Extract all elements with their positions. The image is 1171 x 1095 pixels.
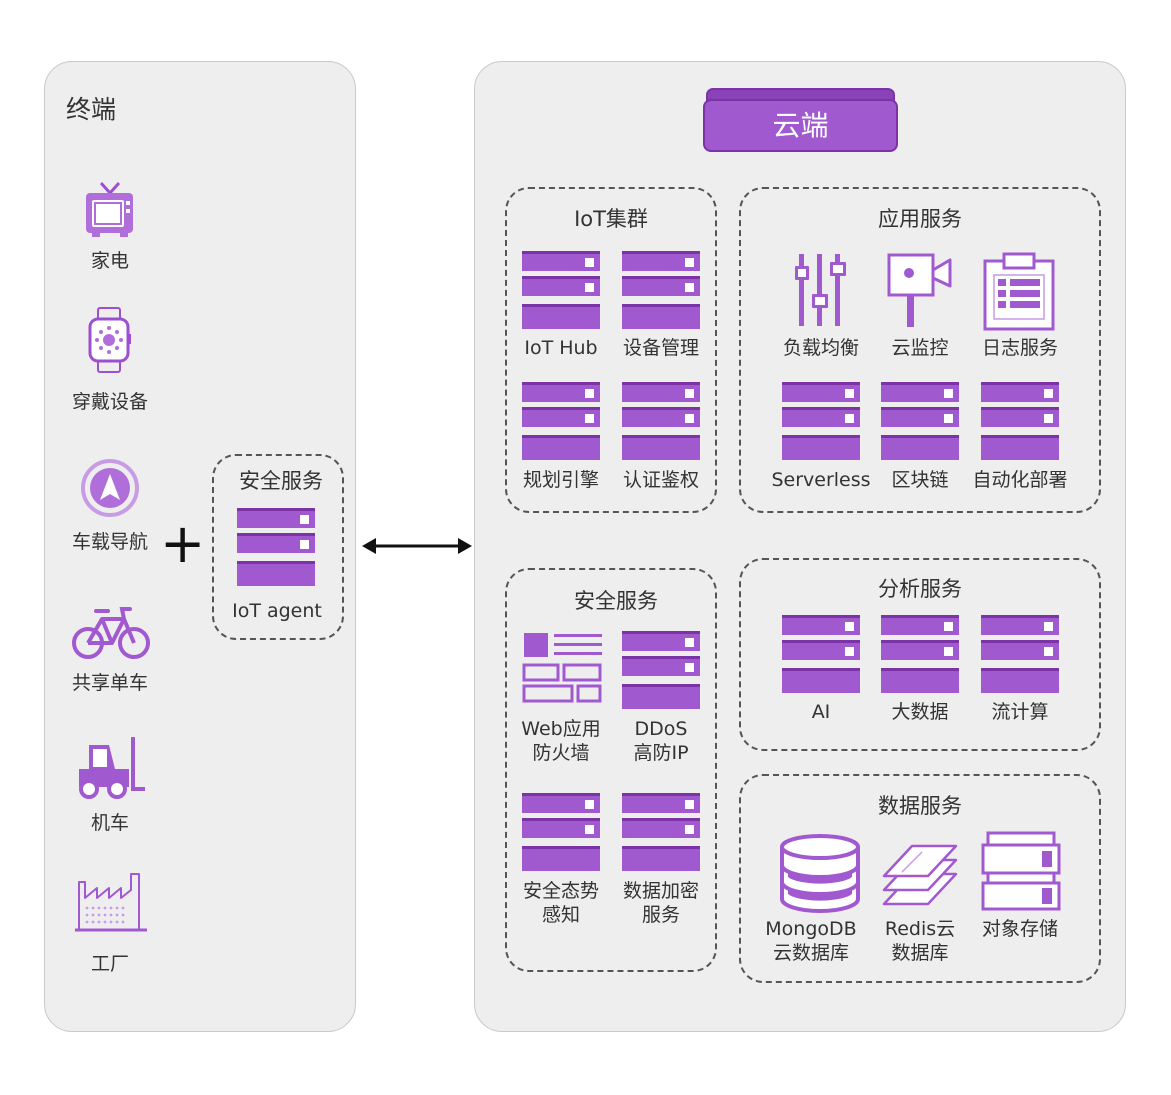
iot-cluster-title: IoT集群 [574, 207, 648, 231]
storage-icon [981, 831, 1061, 911]
data-services-box [739, 774, 1101, 983]
device-label-locomotive: 机车 [90, 812, 129, 834]
device-label-shared-bike: 共享单车 [71, 672, 148, 694]
device-label-factory: 工厂 [90, 953, 129, 975]
data-encryption-label-line1: 数据加密 [622, 880, 699, 902]
log-service-label: 日志服务 [981, 337, 1058, 359]
factory-icon [75, 873, 147, 932]
data-services-title: 数据服务 [878, 794, 962, 818]
server-icon [782, 382, 860, 460]
server-icon [981, 615, 1059, 693]
security-awareness-label-line1: 安全态势 [522, 880, 599, 902]
server-icon [782, 615, 860, 693]
server-icon [622, 631, 700, 709]
load-balancer-icon [795, 254, 846, 326]
iot-hub-label: IoT Hub [524, 337, 598, 359]
stream-computing-label: 流计算 [991, 701, 1049, 723]
server-icon [622, 793, 700, 871]
security-services-box [505, 568, 717, 972]
tv-icon [86, 181, 133, 237]
ddos-label-line1: DDoS [634, 718, 688, 740]
device-label-wearable: 穿戴设备 [71, 391, 148, 413]
blockchain-label: 区块链 [891, 469, 949, 491]
agent-security-box [212, 454, 344, 640]
navigation-icon [81, 459, 139, 517]
ddos-label-line2: 高防IP [633, 742, 689, 764]
layers-icon [882, 844, 958, 906]
app-services-title: 应用服务 [878, 207, 962, 231]
agent-box-label: IoT agent [232, 600, 322, 622]
device-management-label: 设备管理 [622, 337, 699, 359]
security-awareness-label-line2: 感知 [541, 904, 580, 926]
analytics-services-box [739, 558, 1101, 751]
rules-engine-label: 规划引擎 [522, 469, 599, 491]
analytics-services-title: 分析服务 [878, 577, 962, 601]
app-services-box [739, 187, 1101, 513]
mongodb-label-line1: MongoDB [765, 918, 857, 940]
bicycle-icon [72, 607, 150, 659]
web-firewall-label-line1: Web应用 [521, 718, 601, 740]
serverless-label: Serverless [771, 469, 871, 491]
auto-deploy-label: 自动化部署 [972, 469, 1068, 491]
redis-label-line2: 数据库 [891, 942, 949, 964]
big-data-label: 大数据 [891, 701, 949, 723]
forklift-icon [79, 737, 145, 799]
redis-label-line1: Redis云 [884, 918, 956, 940]
server-icon [881, 615, 959, 693]
auth-label: 认证鉴权 [622, 469, 699, 491]
terminal-title: 终端 [66, 95, 117, 124]
cloud-title: 云端 [703, 99, 898, 152]
clipboard-log-icon [983, 252, 1055, 331]
web-firewall-label-line2: 防火墙 [532, 742, 590, 764]
web-firewall-icon [522, 633, 602, 703]
camera-monitor-icon [887, 253, 952, 327]
mongodb-label-line2: 云数据库 [772, 942, 849, 964]
ai-label: AI [811, 701, 831, 723]
security-services-title: 安全服务 [574, 589, 658, 613]
agent-box-title: 安全服务 [239, 469, 323, 493]
server-icon [237, 508, 315, 586]
server-icon [522, 251, 600, 329]
device-label-car-navigation: 车载导航 [71, 531, 148, 553]
server-icon [622, 251, 700, 329]
load-balancer-label: 负载均衡 [782, 337, 859, 359]
server-icon [881, 382, 959, 460]
server-icon [522, 382, 600, 460]
cloud-monitor-label: 云监控 [891, 337, 949, 359]
device-label-appliance: 家电 [90, 250, 129, 272]
data-encryption-label-line2: 服务 [641, 904, 680, 926]
iot-cluster-box [505, 187, 717, 513]
smartwatch-icon [88, 307, 131, 373]
server-icon [622, 382, 700, 460]
server-icon [981, 382, 1059, 460]
plus-sign: + [160, 512, 206, 575]
double-arrow-connector [362, 538, 472, 554]
database-icon [780, 834, 860, 913]
server-icon [522, 793, 600, 871]
object-storage-label: 对象存储 [981, 918, 1058, 940]
